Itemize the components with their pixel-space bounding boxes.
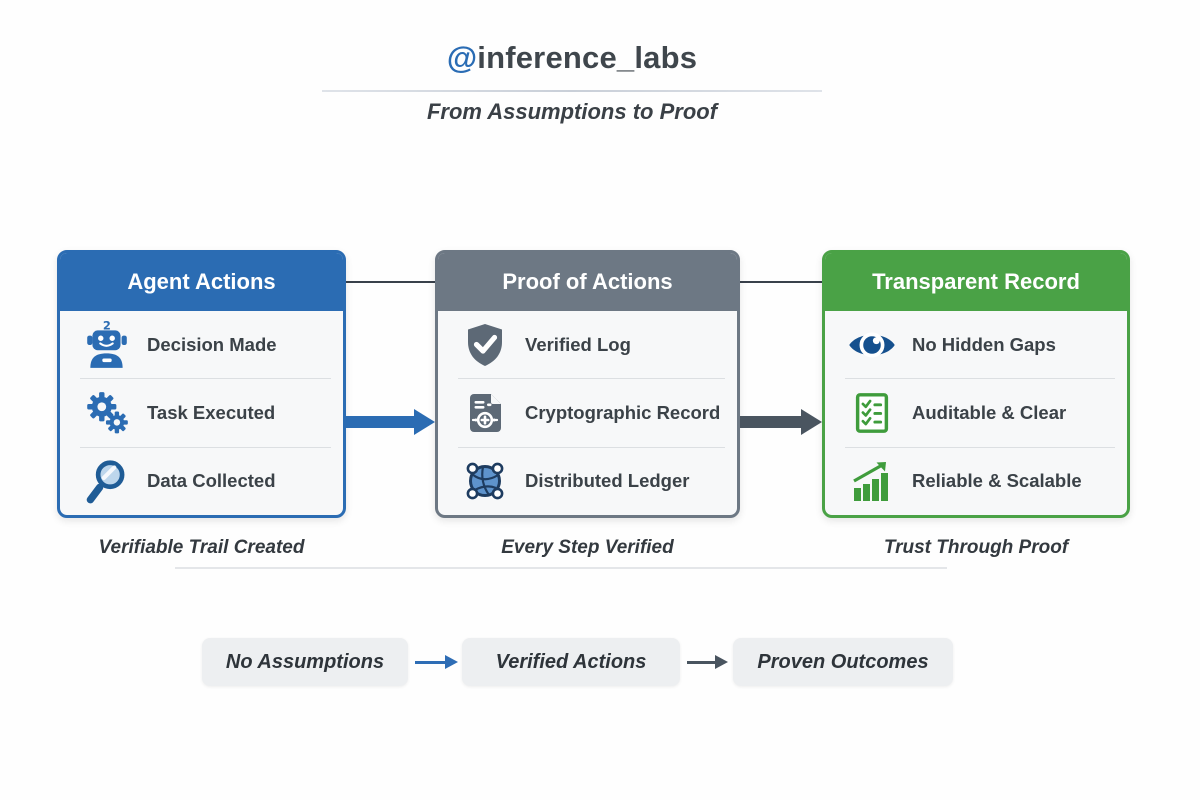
flow-step-verified-actions: Verified Actions xyxy=(462,638,680,686)
list-item: Auditable & Clear xyxy=(845,378,1115,446)
title-divider xyxy=(322,90,822,92)
eye-icon xyxy=(845,319,899,371)
shield-check-icon xyxy=(458,321,512,369)
list-item-label: Reliable & Scalable xyxy=(912,470,1082,492)
flow-step-proven-outcomes: Proven Outcomes xyxy=(733,638,953,686)
title-at-symbol: @ xyxy=(446,40,478,75)
page-title: @inference_labs xyxy=(172,40,972,76)
page-subtitle: From Assumptions to Proof xyxy=(426,99,718,124)
list-item: No Hidden Gaps xyxy=(845,311,1115,378)
list-item: Task Executed xyxy=(80,378,331,446)
card-proof-of-actions-title: Proof of Actions xyxy=(438,253,737,311)
list-item-label: Auditable & Clear xyxy=(912,401,1067,423)
list-item-label: Verified Log xyxy=(525,333,631,355)
card-proof-of-actions-body: Verified Log xyxy=(438,311,737,515)
document-add-icon xyxy=(458,389,512,437)
magnifier-icon xyxy=(80,456,134,506)
list-item-label: No Hidden Gaps xyxy=(912,333,1056,355)
list-item-label: Data Collected xyxy=(147,470,276,492)
card-agent-actions-body: 2 Decision Made xyxy=(60,311,343,515)
checklist-icon xyxy=(845,390,899,436)
flow-step-no-assumptions: No Assumptions xyxy=(202,638,408,686)
network-globe-icon xyxy=(458,457,512,505)
caption-underline xyxy=(175,567,947,569)
card-agent-actions: Agent Actions 2 Decision xyxy=(57,250,346,518)
growth-chart-icon xyxy=(845,457,899,505)
title-handle: inference_labs xyxy=(477,40,698,75)
card-transparent-record: Transparent Record No Hidden Gaps xyxy=(822,250,1130,518)
card-agent-actions-title: Agent Actions xyxy=(60,253,343,311)
list-item: Distributed Ledger xyxy=(458,446,725,515)
flow-step-label: No Assumptions xyxy=(225,650,385,673)
list-item: Verified Log xyxy=(458,311,725,378)
svg-text:2: 2 xyxy=(103,320,111,332)
card-transparent-record-title: Transparent Record xyxy=(825,253,1127,311)
list-item-label: Decision Made xyxy=(147,333,277,355)
header-connector-line-2 xyxy=(740,281,822,283)
list-item-label: Task Executed xyxy=(147,401,276,423)
flow-step-label: Proven Outcomes xyxy=(757,650,929,673)
list-item-label: Distributed Ledger xyxy=(525,470,690,492)
list-item: 2 Decision Made xyxy=(80,311,331,378)
flow-step-arrow-blue xyxy=(415,655,458,669)
list-item-label: Cryptographic Record xyxy=(525,401,721,423)
list-item: Data Collected xyxy=(80,446,331,515)
list-item: Reliable & Scalable xyxy=(845,446,1115,515)
flow-arrow-dark xyxy=(740,409,822,435)
flow-arrow-blue xyxy=(346,409,435,435)
gears-icon xyxy=(80,388,134,438)
caption-verifiable-trail: Verifiable Trail Created xyxy=(98,537,305,558)
flow-step-arrow-dark xyxy=(687,655,728,669)
list-item: Cryptographic Record xyxy=(458,378,725,446)
flow-step-label: Verified Actions xyxy=(495,650,647,673)
header-connector-line-1 xyxy=(346,281,435,283)
robot-icon: 2 xyxy=(80,320,134,370)
caption-every-step: Every Step Verified xyxy=(501,537,674,558)
card-proof-of-actions: Proof of Actions Verified Log xyxy=(435,250,740,518)
caption-trust-proof: Trust Through Proof xyxy=(883,537,1069,558)
card-transparent-record-body: No Hidden Gaps Auditable & Clear xyxy=(825,311,1127,515)
